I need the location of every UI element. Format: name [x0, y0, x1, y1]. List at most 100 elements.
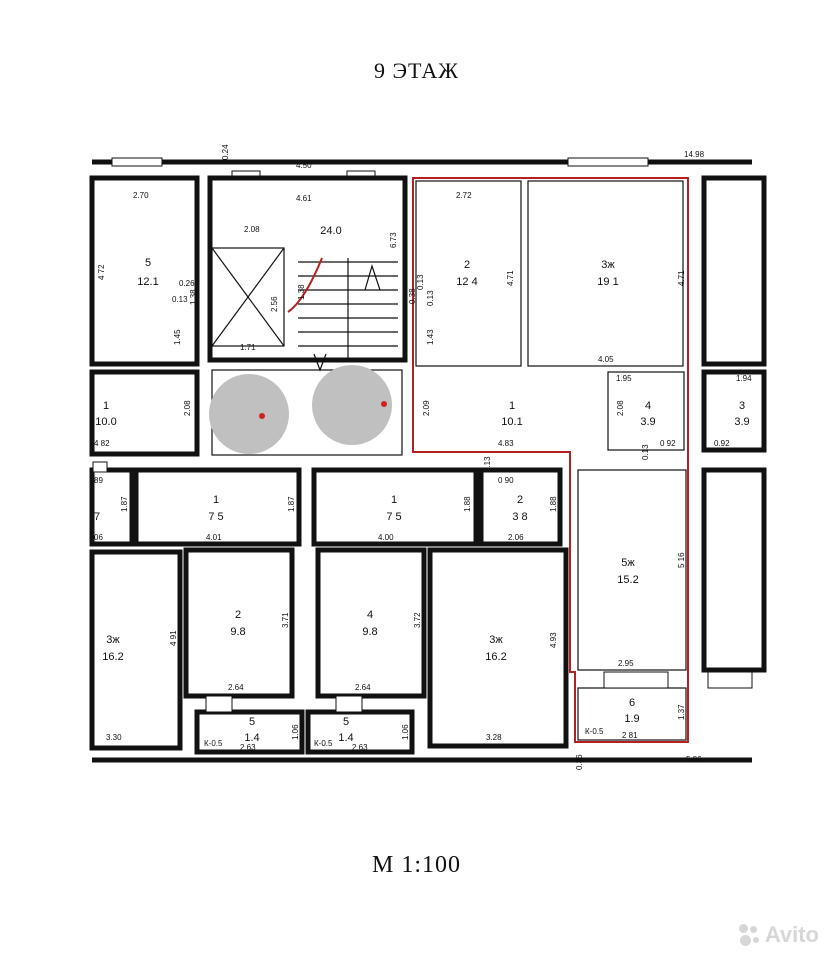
dim-label: 2.08 [183, 400, 192, 416]
window [205, 695, 233, 713]
room-area: 19 1 [597, 276, 618, 288]
room-number: 5 [343, 716, 349, 728]
room-area: 1.9 [624, 713, 639, 725]
dim-label: 14.98 [684, 150, 705, 159]
dim-label: 1.95 [616, 374, 632, 383]
window [603, 671, 669, 689]
stair-block [207, 175, 408, 363]
dim-label: 1.43 [426, 329, 435, 345]
dim-label: 3.30 [106, 733, 122, 742]
dim-label: 1.88 [463, 496, 472, 512]
dim-label: 0.26 [179, 279, 195, 288]
dim-label: 2.09 [422, 400, 431, 416]
room-outline [415, 180, 522, 367]
room-number: 2 [235, 609, 241, 621]
dim-label: 4 82 [94, 439, 110, 448]
room-outline [133, 467, 302, 547]
window [92, 461, 108, 473]
room-number: 4 [367, 609, 373, 621]
dim-label: 1.38 [297, 284, 306, 300]
room-outline [89, 175, 200, 367]
room-number: 1 [509, 400, 515, 412]
room-number: 1 [213, 494, 219, 506]
room-outline [315, 547, 427, 699]
dim-label: 2.08 [616, 400, 625, 416]
room-outline [701, 369, 767, 453]
dim-label: 0.24 [221, 144, 230, 160]
room-area: 1.4 [244, 732, 259, 744]
dim-label: 4.50 [296, 161, 312, 170]
room-number: 5 [145, 257, 151, 269]
dim-label: 0.92 [714, 439, 730, 448]
dim-label: 4.00 [378, 533, 394, 542]
window [707, 671, 753, 689]
dim-label: 0.13 [172, 295, 188, 304]
room-outline [89, 467, 135, 547]
dim-label: 4.71 [506, 270, 515, 286]
window [335, 695, 363, 713]
room-outline [527, 180, 684, 367]
dim-label: 5.86 [686, 755, 702, 764]
dim-label: 0.13 [426, 290, 435, 306]
dim-label: 0 92 [660, 439, 676, 448]
marker-dot [381, 401, 387, 407]
room-area: 3 8 [512, 511, 527, 523]
dim-label: 1.88 [549, 496, 558, 512]
room-number: 1 [103, 400, 109, 412]
balcony [194, 709, 305, 755]
room-number: 3ж [489, 634, 503, 646]
room-area: 1.4 [338, 732, 353, 744]
dim-label: 0 90 [498, 476, 514, 485]
room-area: 12 4 [456, 276, 477, 288]
room-area: 7 5 [208, 511, 223, 523]
room-number: 2 [517, 494, 523, 506]
avito-logo-icon [738, 924, 761, 946]
room-outline [183, 547, 295, 699]
dim-label: 2.63 [352, 743, 368, 752]
room-number: 3ж [106, 634, 120, 646]
dim-label: 2 81 [622, 731, 638, 740]
room-area: 3.9 [640, 416, 655, 428]
dim-label: 4.01 [206, 533, 222, 542]
room-outline [427, 547, 569, 749]
dim-label: 6.73 [389, 232, 398, 248]
room-outline [607, 371, 685, 451]
dim-label: 4 72 [97, 264, 106, 280]
room-outline [701, 175, 767, 367]
floor-title: 9 ЭТАЖ [374, 58, 459, 83]
room-area: 24.0 [320, 225, 341, 237]
dim-label: 89 [94, 476, 103, 485]
room-area: 16.2 [485, 651, 506, 663]
dim-label: 2.70 [133, 191, 149, 200]
dim-label: 0.13 [416, 274, 425, 290]
window [111, 157, 163, 167]
dim-label: 2.56 [270, 296, 279, 312]
room-number: 3ж [601, 259, 615, 271]
room-outline [311, 467, 479, 547]
room-area: 10.1 [501, 416, 522, 428]
room-outline [478, 467, 563, 547]
dim-label: 1.06 [401, 724, 410, 740]
dim-label: 2.64 [228, 683, 244, 692]
room-area: 7 [94, 511, 100, 523]
marker-circle [312, 365, 392, 445]
dim-label: 2.64 [355, 683, 371, 692]
dimension-labels: 0.24 4.50 14.98 2.70 4.61 2.72 4 72 2.08… [94, 144, 752, 770]
dim-label: 2.63 [240, 743, 256, 752]
dim-label: 0.36 [575, 754, 584, 770]
red-mark [287, 257, 323, 313]
watermark: Avito [738, 922, 819, 948]
dim-label: 4 91 [169, 630, 178, 646]
dim-label: 1.87 [120, 496, 129, 512]
marker-circle [209, 374, 289, 454]
dim-label: 06 [94, 533, 103, 542]
room-area: 3.9 [734, 416, 749, 428]
scale-label: М 1:100 [371, 852, 461, 878]
stair-treads [298, 258, 398, 372]
room-labels: 5 12.1 24.0 1 10.0 2 12 4 3ж 19 1 1 10.1… [94, 225, 750, 744]
room-number: 6 [629, 697, 635, 709]
room-area: 10.0 [95, 416, 116, 428]
marker-dot [259, 413, 265, 419]
dim-label: 1.87 [287, 496, 296, 512]
